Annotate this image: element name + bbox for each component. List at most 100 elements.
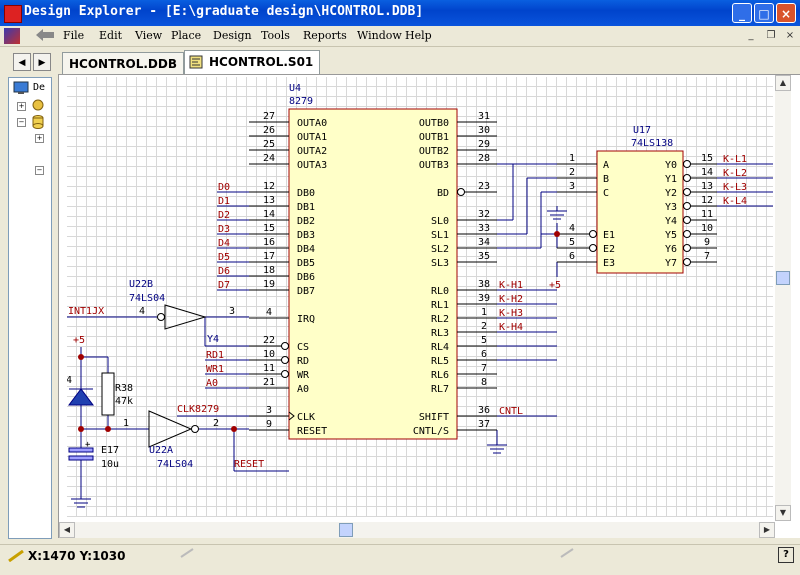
tree-expander[interactable]: + — [17, 102, 26, 111]
junction-dot — [105, 426, 111, 432]
inversion-bubble — [683, 258, 691, 266]
maximize-button[interactable]: □ — [754, 3, 774, 23]
tab-hcontrol-s01[interactable]: HCONTROL.S01 — [184, 50, 321, 74]
menu-edit[interactable]: Edit — [99, 29, 123, 42]
net-label: K-H4 — [499, 322, 523, 333]
menu-reports[interactable]: Reports — [303, 29, 347, 42]
pin-name: CLK — [297, 412, 315, 423]
status-bar: X:1470 Y:1030 ? — [0, 544, 800, 575]
tab-label: HCONTROL.S01 — [209, 55, 314, 69]
app-icon[interactable] — [4, 5, 22, 23]
pin-number: 2 — [213, 418, 219, 429]
mdi-minimize-button[interactable]: _ — [748, 30, 754, 41]
scroll-right-button[interactable]: ▶ — [759, 522, 775, 538]
menu-design[interactable]: Design — [213, 29, 252, 42]
document-icon[interactable] — [4, 28, 20, 44]
explorer-tree[interactable]: De + − + − — [8, 77, 52, 539]
pin-name: OUTA0 — [297, 118, 327, 129]
scroll-left-button[interactable]: ◀ — [59, 522, 75, 538]
pin-name: SL0 — [431, 216, 449, 227]
pin-number: 8 — [481, 377, 487, 388]
net-label: D4 — [218, 238, 230, 249]
pin-number: 25 — [263, 139, 275, 150]
pin-number: 13 — [701, 181, 713, 192]
tree-expander[interactable]: + — [35, 134, 44, 143]
pin-number: 4 — [266, 307, 272, 318]
clock-marker — [288, 411, 295, 421]
pin-number: 36 — [478, 405, 490, 416]
desktop-icon — [13, 81, 29, 94]
net-label: K-H2 — [499, 294, 523, 305]
folder-icon — [32, 99, 44, 111]
pin-number: 5 — [569, 237, 575, 248]
pin-name: OUTB3 — [419, 160, 449, 171]
net-label: D6 — [218, 266, 230, 277]
inversion-bubble — [191, 425, 199, 433]
close-button[interactable]: × — [776, 3, 796, 23]
pin-name: DB5 — [297, 258, 315, 269]
inversion-bubble — [589, 244, 597, 252]
horizontal-scrollbar[interactable]: ◀ ▶ — [59, 522, 775, 538]
net-label: CNTL — [499, 406, 523, 417]
vertical-scroll-thumb[interactable] — [776, 271, 790, 285]
pin-number: 6 — [569, 251, 575, 262]
pan-icon — [180, 548, 194, 558]
pin-number: 26 — [263, 125, 275, 136]
nav-forward-button[interactable]: ▶ — [33, 53, 51, 71]
u17-body — [596, 150, 684, 274]
tab-hcontrol-ddb[interactable]: HCONTROL.DDB — [62, 52, 184, 74]
u4-body — [288, 108, 458, 440]
u17-part: 74LS138 — [631, 138, 673, 149]
tree-expander[interactable]: − — [17, 118, 26, 127]
mdi-close-button[interactable]: × — [785, 30, 795, 41]
pin-name: RL5 — [431, 356, 449, 367]
u22a-part: 74LS04 — [157, 459, 193, 470]
nav-back-button[interactable]: ◀ — [13, 53, 31, 71]
menu-view[interactable]: View — [135, 29, 163, 42]
r38-value: 47k — [115, 396, 133, 407]
horizontal-scroll-thumb[interactable] — [339, 523, 353, 537]
title-bar: Design Explorer - [E:\graduate design\HC… — [0, 0, 800, 26]
pin-number: 1 — [481, 307, 487, 318]
pin-name: BD — [437, 188, 449, 199]
pin-number: 1 — [569, 153, 575, 164]
back-arrow-icon[interactable] — [36, 29, 54, 41]
resistor-r38 — [101, 372, 115, 416]
menu-window[interactable]: Window — [357, 29, 402, 42]
vertical-scrollbar[interactable]: ▲ ▼ — [775, 75, 791, 521]
pin-name: RL4 — [431, 342, 449, 353]
pin-number: 21 — [263, 377, 275, 388]
pin-name: OUTB2 — [419, 146, 449, 157]
document-tabs: HCONTROL.DDB HCONTROL.S01 — [58, 50, 800, 74]
pin-name: RL6 — [431, 370, 449, 381]
menu-tools[interactable]: Tools — [261, 29, 290, 42]
schematic-drawing: U48279OUTA027OUTA126OUTA225OUTA324DB012D… — [67, 83, 773, 508]
pin-number: 34 — [478, 237, 490, 248]
minimize-button[interactable]: _ — [732, 3, 752, 23]
menu-place[interactable]: Place — [171, 29, 202, 42]
pin-number: 6 — [481, 349, 487, 360]
pin-name: OUTB0 — [419, 118, 449, 129]
pin-name: RL3 — [431, 328, 449, 339]
inversion-bubble — [281, 356, 289, 364]
scroll-up-button[interactable]: ▲ — [775, 75, 791, 91]
pin-name: C — [603, 188, 609, 199]
pin-name: RESET — [297, 426, 327, 437]
pin-number: 39 — [478, 293, 490, 304]
ground-symbol — [547, 210, 567, 220]
menu-file[interactable]: File — [63, 29, 85, 42]
tree-expander[interactable]: − — [35, 166, 44, 175]
pin-name: DB0 — [297, 188, 315, 199]
u22b-part: 74LS04 — [129, 293, 165, 304]
net-label: INT1JX — [68, 306, 104, 317]
mdi-restore-button[interactable]: ❐ — [766, 30, 776, 41]
capacitor-plate — [68, 455, 94, 461]
menu-help[interactable]: Help — [405, 29, 432, 42]
pin-name: DB4 — [297, 244, 315, 255]
help-icon[interactable]: ? — [778, 547, 794, 563]
power-label: +5 — [73, 335, 85, 346]
pin-number: 7 — [481, 363, 487, 374]
scroll-down-button[interactable]: ▼ — [775, 505, 791, 521]
